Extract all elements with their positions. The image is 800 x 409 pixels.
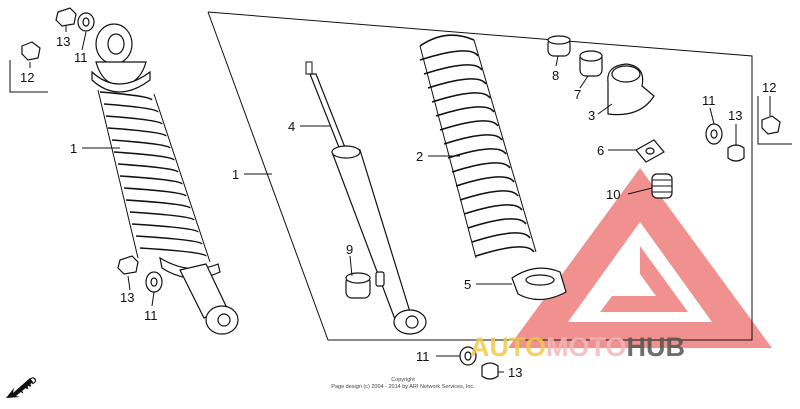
upper-mount-3 [607, 63, 655, 116]
stopper-10 [651, 173, 673, 199]
damper-unit [305, 61, 427, 335]
fwd-indicator: FWD [6, 374, 39, 398]
callout-9: 9 [346, 242, 353, 257]
callout-4: 4 [288, 119, 295, 134]
callout-1-left: 1 [70, 141, 77, 156]
watermark-g-mark [600, 246, 688, 312]
callout-12-right: 12 [762, 80, 776, 95]
shock-coil-spring [97, 89, 211, 263]
fwd-arrow-icon [6, 378, 33, 398]
plate-6 [635, 139, 665, 163]
callout-11-bottom: 11 [416, 349, 430, 364]
cap-nut-bottom [481, 362, 499, 380]
watermark-triangle [508, 168, 772, 348]
watermark-part-b: MOTO [546, 332, 627, 362]
assembly-frame [207, 11, 753, 341]
callout-5: 5 [464, 277, 471, 292]
callout-11-mid: 11 [144, 308, 158, 323]
callout-6: 6 [597, 143, 604, 158]
svg-text:AUTOMOTOHUB: AUTOMOTOHUB [470, 332, 685, 362]
callout-1-frame: 1 [232, 167, 239, 182]
fwd-label: FWD [17, 374, 40, 395]
watermark-part-a: AUTO [470, 332, 546, 362]
nut-left-upper [21, 41, 41, 61]
spring-seat [511, 267, 567, 301]
nut-left-lower [117, 255, 139, 275]
callout-3: 3 [588, 108, 595, 123]
callout-7: 7 [574, 87, 581, 102]
nut-right-upper [761, 115, 781, 135]
coil-spring [419, 34, 537, 259]
callout-13-mid: 13 [120, 290, 134, 305]
callout-13-right: 13 [728, 108, 742, 123]
bushing-7 [579, 50, 603, 77]
copyright-line-2: Page design (c) 2004 - 2014 by ARI Netwo… [331, 384, 475, 390]
copyright-line-1: Copyright [391, 377, 415, 383]
callout-11-right: 11 [702, 93, 716, 108]
watermark-logo [508, 168, 772, 348]
nut-top-left [55, 7, 77, 27]
watermark-part-c: HUB [627, 332, 686, 362]
callout-12-left: 12 [20, 70, 34, 85]
cap-nut-right [727, 144, 745, 162]
bushing [345, 272, 371, 299]
callout-8: 8 [552, 68, 559, 83]
callout-13-top: 13 [56, 34, 70, 49]
callout-2: 2 [416, 149, 423, 164]
collar-8 [547, 35, 571, 57]
watermark-wordmark: AUTOMOTOHUB [470, 332, 685, 362]
shock-absorber-assembly [91, 23, 239, 335]
callout-11-top: 11 [74, 50, 88, 65]
callout-13-bottom: 13 [508, 365, 522, 380]
callout-10: 10 [606, 187, 620, 202]
